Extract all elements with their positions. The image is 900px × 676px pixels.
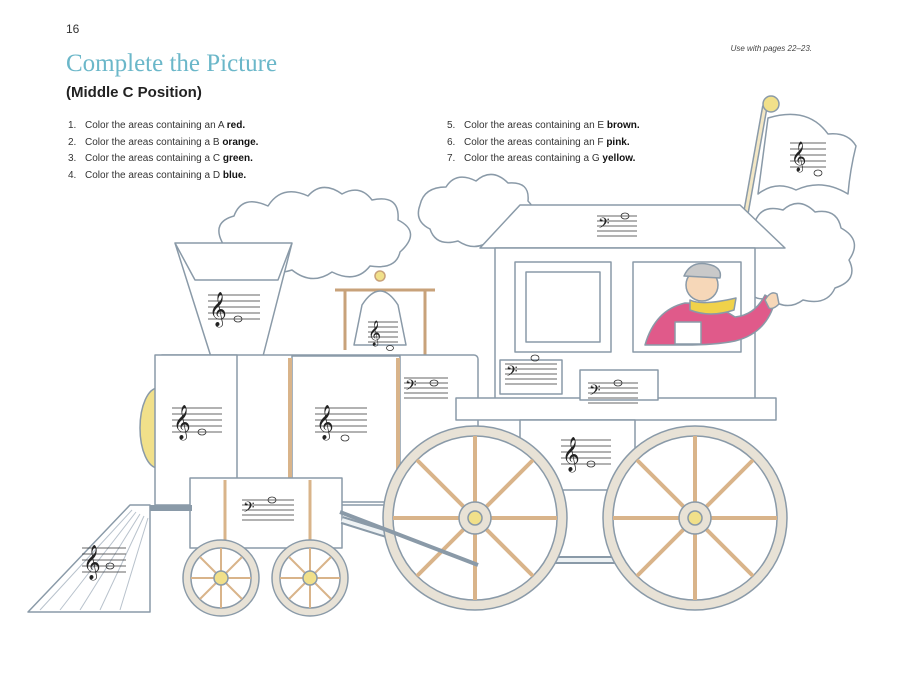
- svg-text:𝄞: 𝄞: [562, 437, 580, 473]
- instruction-text: Color the areas containing a B: [85, 136, 220, 148]
- svg-text:𝄢: 𝄢: [243, 499, 255, 520]
- use-with-note: Use with pages 22–23.: [730, 44, 812, 53]
- engineer-boy: [644, 262, 780, 346]
- small-wheel: [271, 539, 349, 617]
- steam-cloud: [746, 202, 856, 307]
- staff-bass-boiler-right: 𝄢: [404, 377, 448, 399]
- instruction-text: blue.: [222, 169, 247, 181]
- instructions-list-left: 1. Color the areas containing an A red. 2…: [68, 118, 258, 184]
- svg-text:𝄞: 𝄞: [368, 320, 381, 346]
- instruction-text: 2.: [68, 136, 77, 148]
- staff-bass-cab-lower-left: 𝄢: [505, 354, 557, 385]
- svg-text:𝄢: 𝄢: [405, 377, 417, 398]
- staff-treble-bell: 𝄞: [368, 320, 398, 351]
- driving-wheel: [382, 425, 568, 611]
- driving-wheel: [602, 425, 788, 611]
- instruction-text: pink.: [606, 136, 630, 148]
- flag-pole-ball: [762, 95, 780, 113]
- staff-treble-boiler-left: 𝄞: [172, 405, 222, 441]
- staff-bass-front-truck: 𝄢: [242, 496, 294, 521]
- instruction-item: 2. Color the areas containing a B orange.: [68, 135, 258, 152]
- instruction-text: Color the areas containing a G: [464, 153, 600, 164]
- svg-text:𝄞: 𝄞: [791, 141, 806, 173]
- instruction-text: orange.: [222, 136, 259, 148]
- instruction-text: green.: [222, 153, 253, 164]
- instruction-text: 1.: [68, 120, 77, 131]
- instruction-text: 3.: [68, 153, 77, 164]
- instruction-item: 1. Color the areas containing an A red.: [68, 118, 258, 135]
- instruction-item: 6. Color the areas containing an F pink.: [447, 135, 640, 152]
- instruction-text: 4.: [68, 169, 77, 181]
- staff-treble-boiler-middle: 𝄞: [315, 405, 367, 442]
- staff-treble-cab-body: 𝄞: [561, 437, 611, 473]
- smokestack: [174, 242, 293, 361]
- instruction-item: 5. Color the areas containing an E brown.: [447, 118, 640, 135]
- svg-text:𝄞: 𝄞: [83, 545, 101, 581]
- instruction-text: 6.: [447, 136, 456, 148]
- svg-text:𝄞: 𝄞: [316, 405, 334, 441]
- svg-text:𝄢: 𝄢: [506, 363, 518, 384]
- svg-text:𝄞: 𝄞: [209, 292, 227, 328]
- small-wheel: [182, 539, 260, 617]
- running-board: [455, 397, 777, 421]
- staff-treble-flag: 𝄞: [790, 141, 826, 177]
- instructions-list-right: 5. Color the areas containing an E brown.…: [447, 118, 640, 168]
- instruction-text: Color the areas containing a D: [85, 169, 221, 181]
- instruction-text: brown.: [606, 120, 640, 131]
- instruction-text: yellow.: [602, 153, 636, 164]
- instruction-item: 3. Color the areas containing a C green.: [68, 151, 258, 168]
- cab-roof: [479, 204, 786, 249]
- staff-treble-cowcatcher: 𝄞: [82, 545, 126, 581]
- svg-text:𝄢: 𝄢: [598, 215, 610, 236]
- svg-text:𝄞: 𝄞: [173, 405, 191, 441]
- staff-bass-cab-lower-right: 𝄢: [588, 379, 638, 404]
- instruction-text: red.: [226, 120, 246, 131]
- staff-treble-smokestack: 𝄞: [208, 292, 260, 328]
- svg-text:𝄢: 𝄢: [589, 382, 601, 403]
- instruction-text: 7.: [447, 153, 456, 164]
- bell: [353, 290, 407, 346]
- flag: [757, 113, 857, 195]
- instruction-text: Color the areas containing an F: [464, 136, 604, 148]
- instruction-text: Color the areas containing an A: [85, 120, 224, 131]
- instruction-text: Color the areas containing a C: [85, 153, 221, 164]
- staff-bass-cab-roof: 𝄢: [597, 212, 637, 237]
- instruction-item: 7. Color the areas containing a G yellow.: [447, 151, 640, 168]
- front-truck: [189, 477, 343, 549]
- page-title: Complete the Picture: [66, 50, 278, 77]
- page-subtitle: (Middle C Position): [66, 84, 202, 101]
- instruction-text: Color the areas containing an E: [464, 120, 605, 131]
- instruction-item: 4. Color the areas containing a D blue.: [68, 168, 258, 185]
- page-number: 16: [66, 22, 80, 36]
- bell-frame: [335, 288, 435, 355]
- instruction-text: 5.: [447, 120, 456, 131]
